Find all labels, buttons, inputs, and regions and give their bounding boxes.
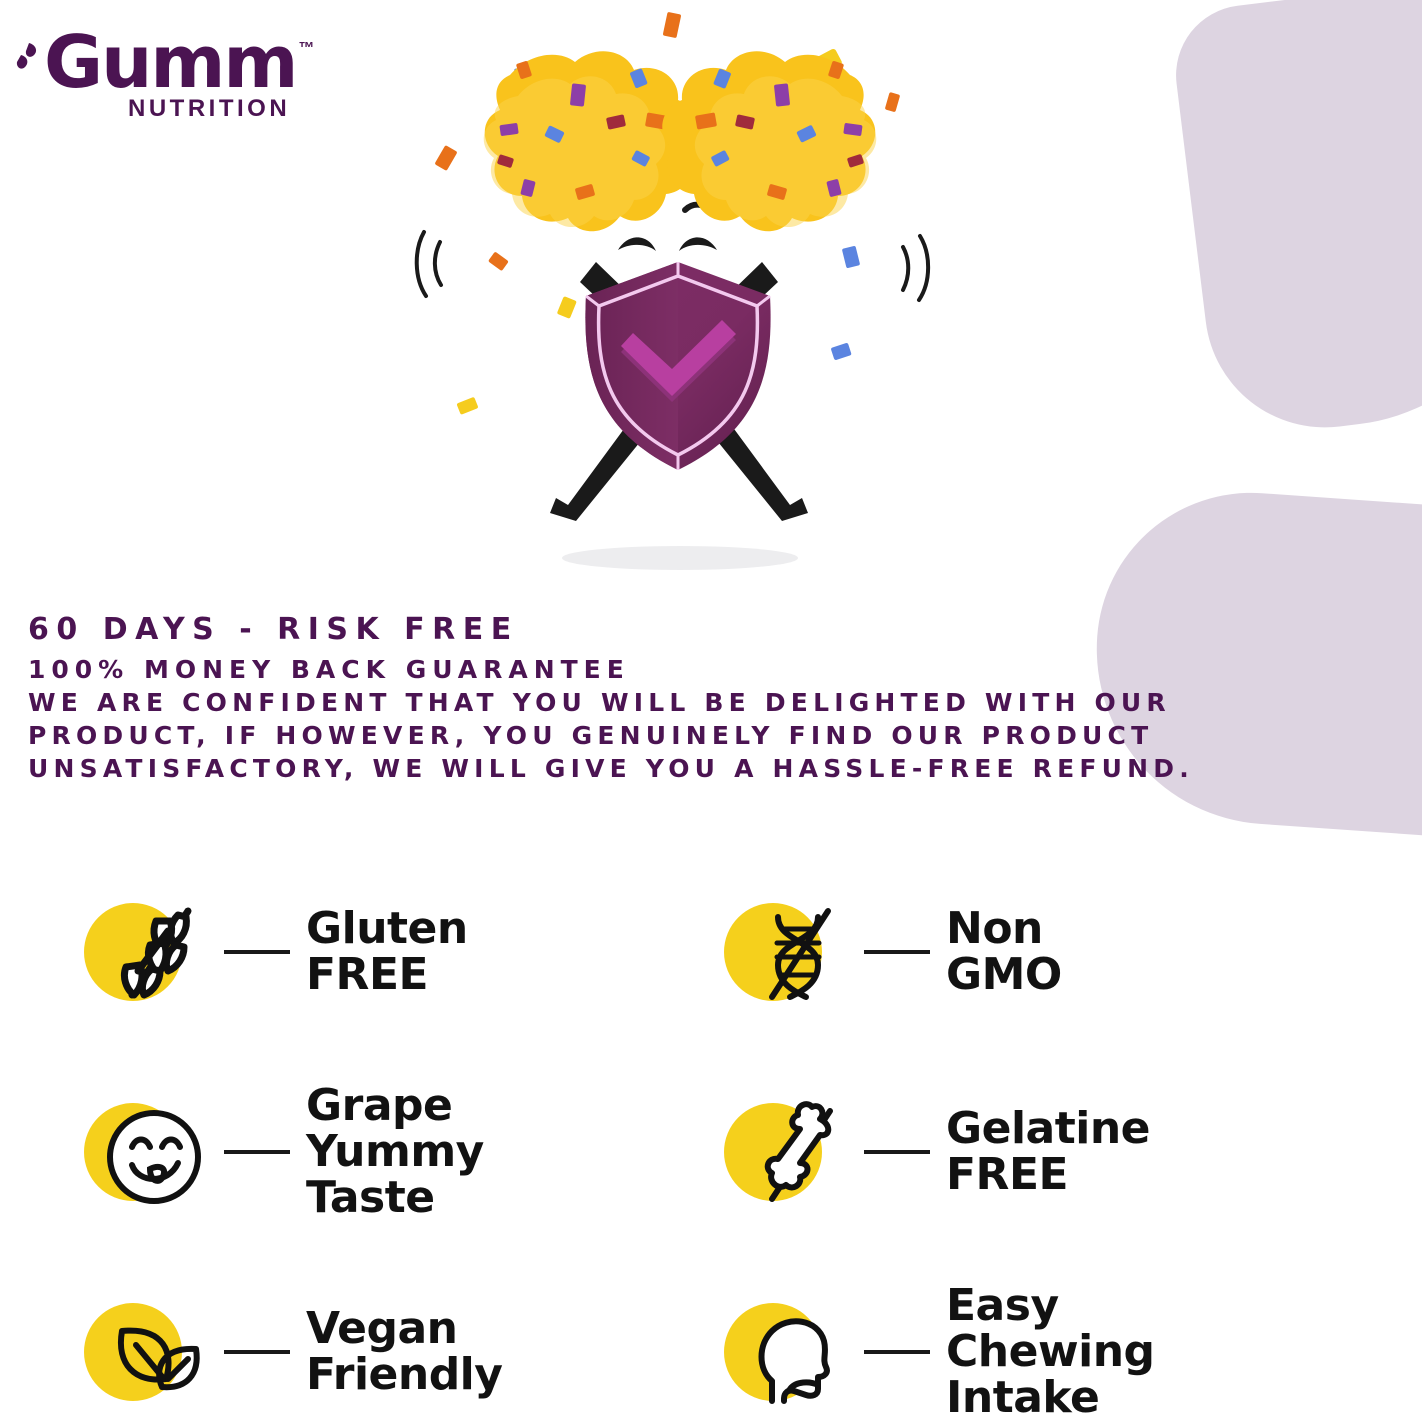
mascot-legs — [550, 418, 808, 521]
guarantee-heading: 60 DAYS - RISK FREE — [28, 612, 519, 647]
logo-tagline: NUTRITION — [128, 95, 291, 123]
dna-crossed-out-icon — [710, 877, 860, 1027]
feature-label: Grape Yummy Taste — [306, 1080, 484, 1223]
trademark-symbol: ™ — [298, 40, 315, 57]
guarantee-body-line-2: PRODUCT, IF HOWEVER, YOU GENUINELY FIND … — [28, 720, 1154, 750]
feature-dash — [224, 950, 290, 954]
guarantee-body-line-3: UNSATISFACTORY, WE WILL GIVE YOU A HASSL… — [28, 753, 1194, 783]
pompom-right — [662, 51, 877, 232]
feature-label: Gluten FREE — [306, 903, 468, 1000]
feature-grape-taste: Grape Yummy Taste — [70, 1052, 710, 1252]
feature-gelatine-free: Gelatine FREE — [710, 1052, 1350, 1252]
guarantee-subheading: 100% MONEY BACK GUARANTEE — [28, 654, 630, 684]
feature-gluten-free: Gluten FREE — [70, 852, 710, 1052]
bone-crossed-out-icon — [710, 1077, 860, 1227]
leaf-icon — [16, 43, 37, 69]
feature-dash — [864, 1350, 930, 1354]
feature-label: Vegan Friendly — [306, 1303, 503, 1400]
feature-grid: Gluten FREE Non GMO — [70, 852, 1360, 1421]
feature-dash — [864, 1150, 930, 1154]
feature-dash — [224, 1150, 290, 1154]
pompom-left — [483, 51, 698, 232]
shield-body — [585, 262, 771, 470]
wheat-crossed-out-icon — [70, 877, 220, 1027]
leaves-icon — [70, 1277, 220, 1421]
feature-vegan-friendly: Vegan Friendly — [70, 1252, 710, 1421]
feature-label: Easy Chewing Intake — [946, 1280, 1155, 1421]
feature-non-gmo: Non GMO — [710, 852, 1350, 1052]
feature-label: Gelatine FREE — [946, 1103, 1151, 1200]
logo-wordmark: Gumm — [44, 20, 298, 104]
feature-dash — [864, 950, 930, 954]
feature-label: Non GMO — [946, 903, 1062, 1000]
yummy-face-icon — [70, 1077, 220, 1227]
feature-easy-chewing: Easy Chewing Intake — [710, 1252, 1350, 1421]
guarantee-body-line-1: WE ARE CONFIDENT THAT YOU WILL BE DELIGH… — [28, 687, 1171, 717]
brand-logo: Gumm ™ NUTRITION — [16, 20, 315, 123]
feature-dash — [224, 1350, 290, 1354]
head-profile-icon — [710, 1277, 860, 1421]
decorative-blob-top — [1168, 0, 1422, 442]
motion-arcs — [414, 230, 931, 302]
mascot-illustration — [414, 12, 931, 570]
guarantee-block: 60 DAYS - RISK FREE 100% MONEY BACK GUAR… — [28, 612, 1194, 785]
ground-shadow — [562, 546, 798, 570]
